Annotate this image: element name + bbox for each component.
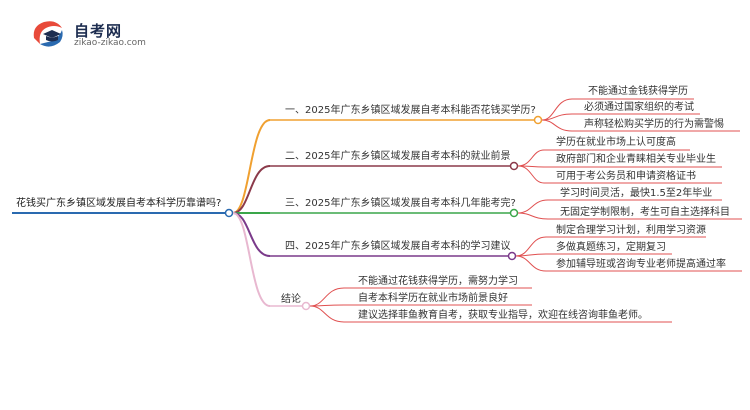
site-logo[interactable]: 自考网 zikao-zikao.com xyxy=(30,18,150,52)
branch-2-connector[interactable] xyxy=(509,161,519,171)
leaf-3-2: 无固定学制限制，考生可自主选择科目 xyxy=(560,205,730,218)
root-connector[interactable] xyxy=(224,208,234,218)
leaf-5-2: 自考本科学历在就业市场前景良好 xyxy=(358,291,508,304)
leaf-4-1: 制定合理学习计划，利用学习资源 xyxy=(556,223,706,236)
brand-url: zikao-zikao.com xyxy=(74,38,146,48)
branch-3: 三、2025年广东乡镇区域发展自考本科几年能考完? 学习时间灵活，最快1.5至2… xyxy=(233,186,742,220)
leaf-5-3: 建议选择菲鱼教育自考，获取专业指导，欢迎在线咨询菲鱼老师。 xyxy=(358,308,648,321)
leaf-2-3: 可用于考公务员和申请资格证书 xyxy=(556,169,696,182)
leaf-2-2: 政府部门和企业青睐相关专业毕业生 xyxy=(556,152,716,165)
branch-5: 结论 不能通过花钱获得学历，需努力学习 自考本科学历在就业市场前景良好 建议选择… xyxy=(232,212,672,323)
branch-4-connector[interactable] xyxy=(507,251,517,261)
leaf-3-1: 学习时间灵活，最快1.5至2年毕业 xyxy=(560,186,712,199)
branch-5-label: 结论 xyxy=(281,292,301,305)
branch-1: 一、2025年广东乡镇区域发展自考本科能否花钱买学历? 不能通过金钱获得学历 必… xyxy=(232,84,740,214)
root-node: 花钱买广东乡镇区域发展自考本科学历靠谱吗? xyxy=(12,196,234,218)
branch-1-label: 一、2025年广东乡镇区域发展自考本科能否花钱买学历? xyxy=(285,103,536,116)
leaf-1-3: 声称轻松购买学历的行为需警惕 xyxy=(584,117,724,130)
leaf-2-1: 学历在就业市场上认可度高 xyxy=(556,135,676,148)
branch-3-connector[interactable] xyxy=(509,208,519,218)
brand-name: 自考网 xyxy=(74,22,123,40)
branch-1-connector[interactable] xyxy=(533,115,543,125)
branch-4-label: 四、2025年广东乡镇区域发展自考本科的学习建议 xyxy=(285,239,510,252)
branch-2: 二、2025年广东乡镇区域发展自考本科的就业前景 学历在就业市场上认可度高 政府… xyxy=(232,135,722,214)
graduation-cap-icon xyxy=(33,21,63,47)
leaf-1-1: 不能通过金钱获得学历 xyxy=(588,84,688,97)
leaf-1-2: 必须通过国家组织的考试 xyxy=(584,100,694,113)
branch-2-label: 二、2025年广东乡镇区域发展自考本科的就业前景 xyxy=(285,149,510,162)
root-label: 花钱买广东乡镇区域发展自考本科学历靠谱吗? xyxy=(16,196,221,209)
leaf-4-2: 多做真题练习，定期复习 xyxy=(556,240,666,253)
leaf-4-3: 参加辅导班或咨询专业老师提高通过率 xyxy=(556,257,726,270)
branch-4: 四、2025年广东乡镇区域发展自考本科的学习建议 制定合理学习计划，利用学习资源… xyxy=(232,212,742,272)
branch-3-label: 三、2025年广东乡镇区域发展自考本科几年能考完? xyxy=(285,196,516,209)
leaf-5-1: 不能通过花钱获得学历，需努力学习 xyxy=(358,274,518,287)
branch-5-connector[interactable] xyxy=(301,301,311,311)
